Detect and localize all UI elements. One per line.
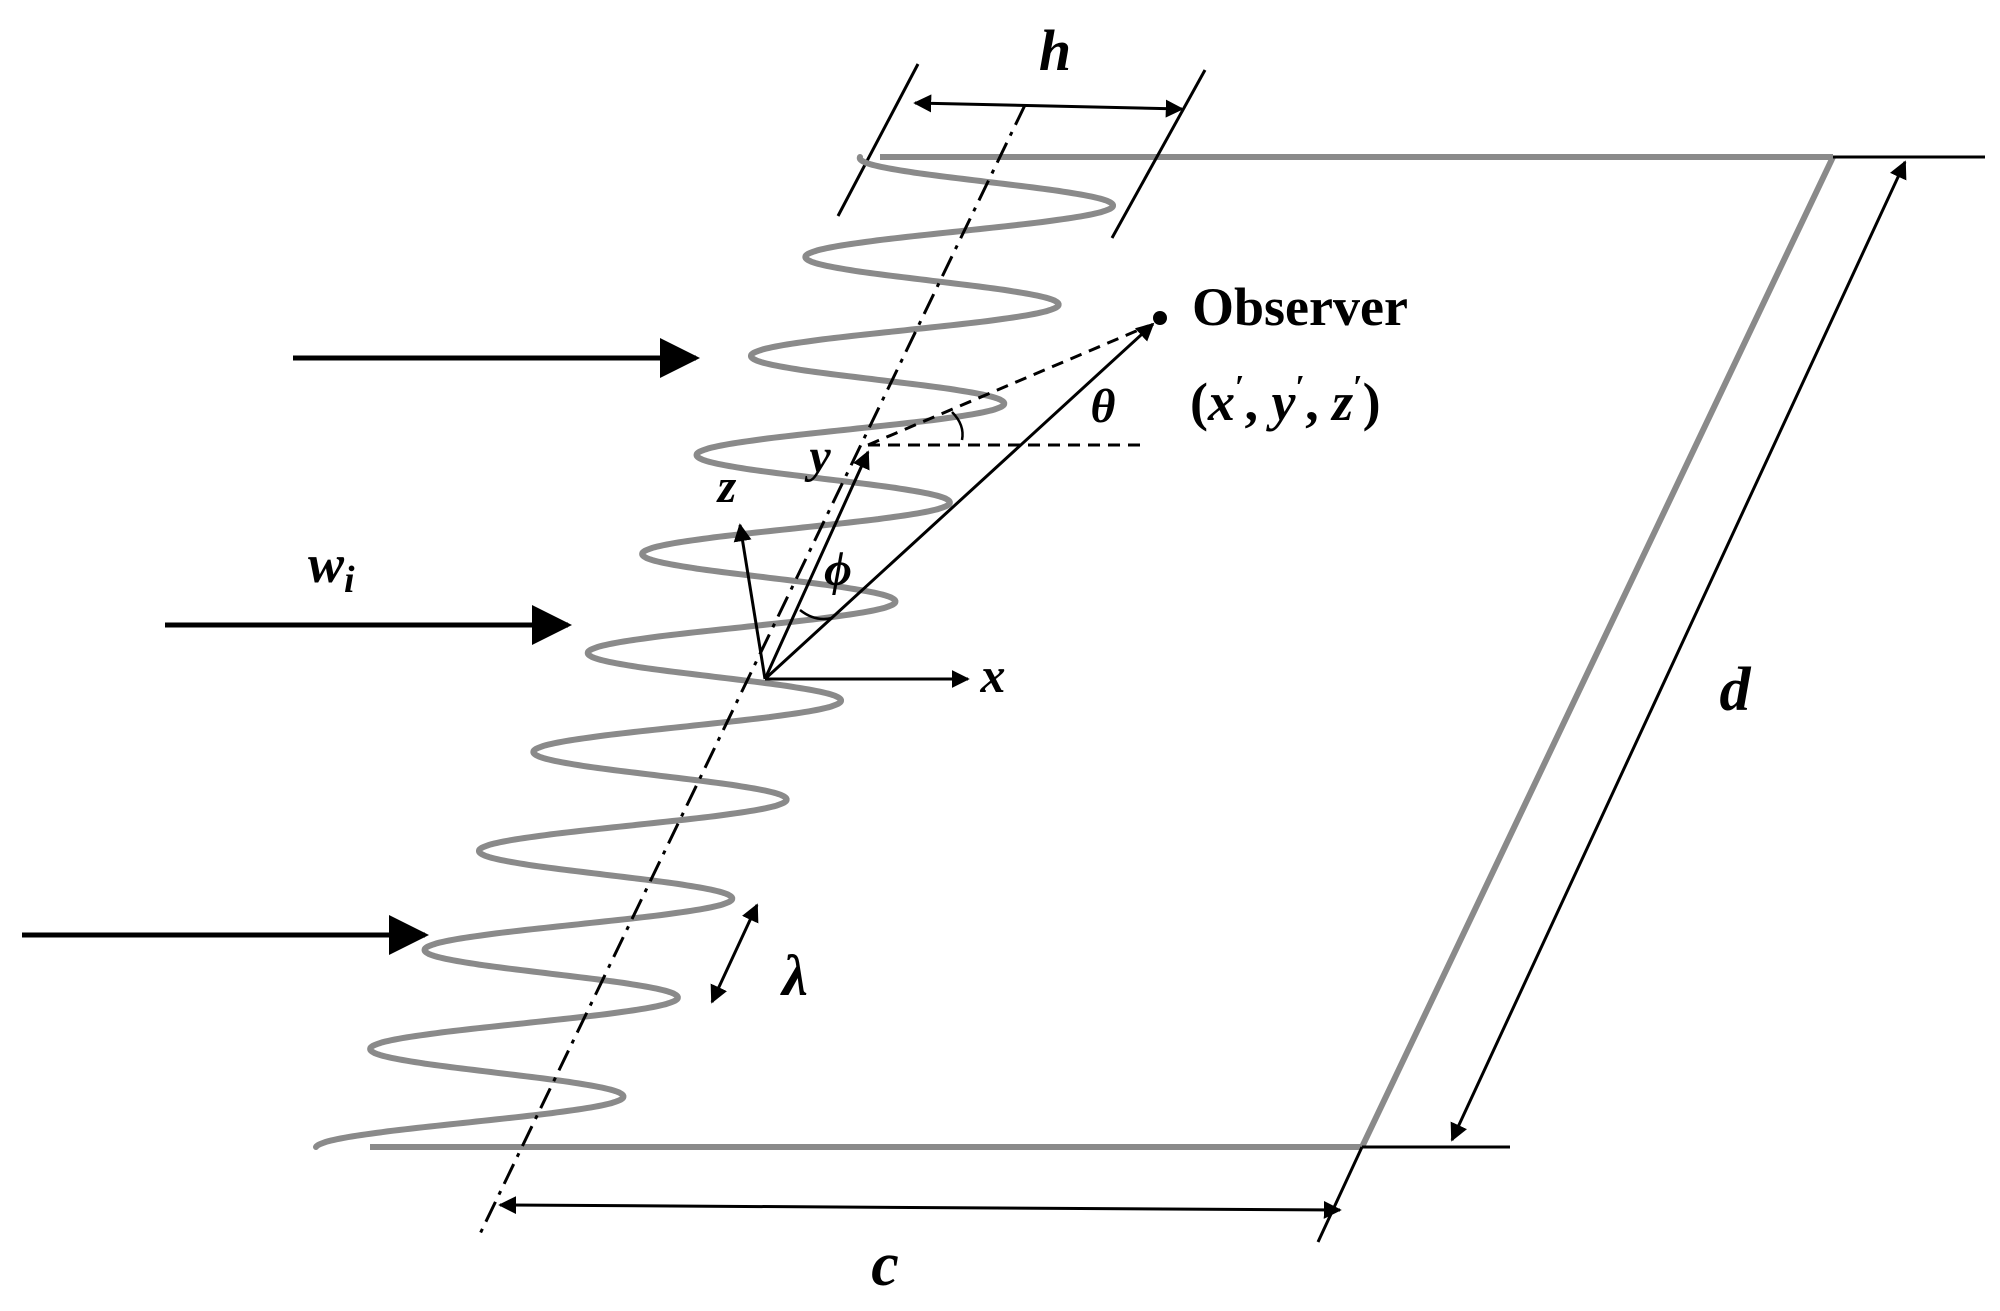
axis-z-label: z xyxy=(716,460,737,513)
helix-axis xyxy=(476,104,1027,1239)
wi-label: wi xyxy=(308,534,355,601)
observer-coordinates: (x′, y′, z′) xyxy=(1190,369,1381,432)
axis-z-arrow xyxy=(733,523,767,680)
axis-y-arrow xyxy=(763,450,870,680)
coord-sep-2: , xyxy=(1305,372,1332,432)
axis-x-label: x xyxy=(980,647,1006,703)
lambda-label: λ xyxy=(780,943,808,1008)
coord-z-prime: ′ xyxy=(1353,369,1363,406)
d-dimension-arrow xyxy=(1450,160,1907,1142)
coord-close: ) xyxy=(1363,372,1381,432)
coord-open: ( xyxy=(1190,372,1208,432)
plane-right-edge xyxy=(1359,155,1836,1149)
phi-label: ϕ xyxy=(824,543,852,596)
coord-sep-1: , xyxy=(1245,372,1272,432)
wi-base: w xyxy=(308,534,345,594)
local-axes xyxy=(733,311,1167,688)
coord-z: z xyxy=(1330,372,1353,432)
c-label: c xyxy=(871,1231,899,1299)
wi-subscript: i xyxy=(344,559,355,601)
observer-vector xyxy=(763,322,1155,681)
phi-arc xyxy=(799,609,833,621)
h-dimension-arrow xyxy=(913,94,1184,118)
lambda-dimension-arrow xyxy=(710,903,759,1004)
observer-projection xyxy=(867,324,1149,447)
c-dimension-arrow xyxy=(498,1196,1342,1219)
theta-arc xyxy=(951,411,964,441)
h-right-tick xyxy=(1110,69,1207,239)
c-right-tick xyxy=(1316,1146,1364,1243)
coord-y-prime: ′ xyxy=(1296,369,1306,406)
axis-y-label: y xyxy=(804,430,831,483)
d-label: d xyxy=(1720,656,1752,724)
dimension-extension-lines xyxy=(836,63,1985,1243)
helical-vortex xyxy=(313,154,1116,1150)
theta-label: θ xyxy=(1091,380,1116,433)
h-label: h xyxy=(1039,18,1071,83)
h-left-tick xyxy=(836,63,920,217)
coord-y: y xyxy=(1266,372,1297,432)
observer-point xyxy=(1153,311,1167,325)
observer-label: Observer xyxy=(1192,277,1408,337)
coord-x: x xyxy=(1207,372,1235,432)
coord-x-prime: ′ xyxy=(1235,369,1245,406)
